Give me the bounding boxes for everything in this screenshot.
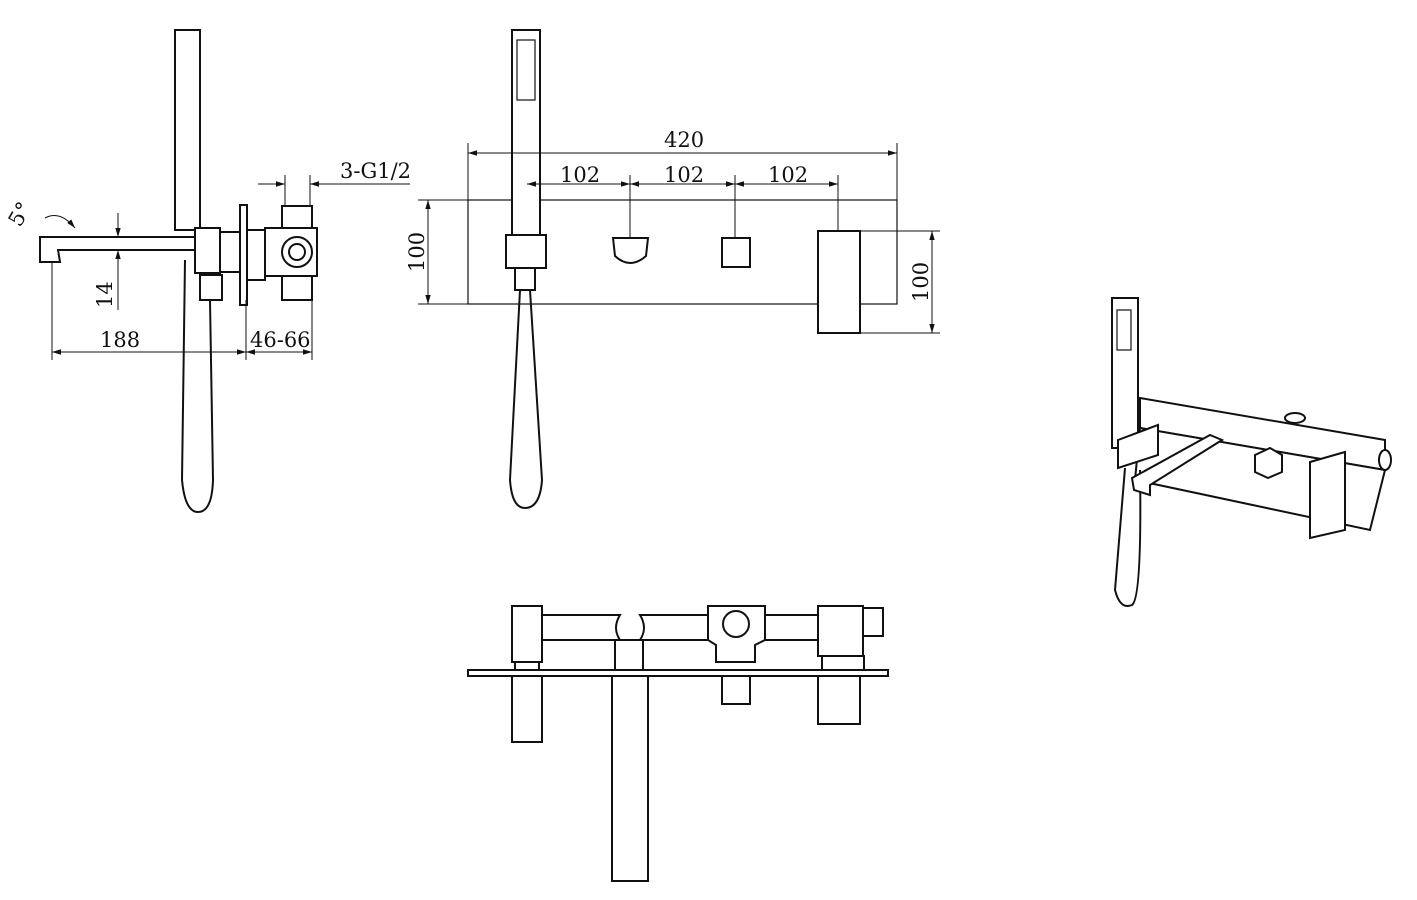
valve-neck — [219, 231, 241, 273]
hose — [180, 259, 215, 514]
pipe-section — [541, 614, 622, 641]
pipe-section — [757, 614, 824, 641]
pipe-section — [638, 614, 713, 641]
angle-arc — [44, 215, 76, 229]
label-5deg: 5° — [4, 198, 37, 231]
valve-bottom — [281, 275, 313, 301]
shower-holder — [1117, 423, 1159, 470]
spout — [1130, 433, 1225, 497]
lever-profile — [817, 675, 861, 725]
shower-holder — [505, 234, 547, 269]
diverter-knob — [611, 237, 650, 264]
label-102: 102 — [560, 163, 600, 187]
handle-body — [194, 227, 221, 274]
hand-shower — [1111, 297, 1139, 449]
wall-panel — [467, 199, 898, 305]
hand-shower — [511, 29, 541, 241]
isometric-view — [1111, 297, 1392, 607]
hose-connector — [514, 267, 536, 291]
hose — [508, 289, 544, 510]
valve-port-inner — [288, 243, 306, 261]
holder-body — [511, 605, 543, 663]
diverter-knob — [1284, 412, 1306, 424]
label-100-left: 100 — [405, 232, 429, 272]
label-188: 188 — [100, 328, 140, 352]
mixer-body — [817, 605, 864, 657]
label-420: 420 — [664, 128, 704, 152]
holder — [199, 274, 223, 301]
shower-nozzles — [516, 39, 536, 101]
square-knob — [721, 237, 751, 268]
spout — [39, 236, 201, 263]
diverter-port — [722, 610, 750, 638]
holder-base — [514, 661, 540, 671]
valve-port — [281, 236, 313, 268]
label-3-g1-2: 3-G1/2 — [340, 159, 411, 183]
knob-profile — [721, 675, 751, 705]
wall-plate — [239, 204, 248, 306]
label-14: 14 — [93, 281, 117, 308]
shower-nozzles — [1116, 309, 1132, 351]
shower-holder-profile — [511, 675, 543, 743]
front-view: 420 102 102 102 100 100 — [405, 29, 940, 510]
spout-profile — [611, 675, 649, 882]
hand-shower — [174, 29, 201, 231]
hose — [1113, 467, 1142, 607]
inlet — [1378, 449, 1392, 471]
top-view — [467, 605, 889, 882]
label-100-right: 100 — [909, 262, 933, 302]
label-102: 102 — [768, 163, 808, 187]
wall-plate — [467, 669, 889, 677]
square-knob — [1254, 446, 1283, 480]
mixer-lever — [817, 230, 861, 334]
side-view: 188 46-66 14 5° 3-G1/2 — [4, 29, 411, 514]
valve-top — [281, 205, 313, 229]
valve-connector — [246, 229, 266, 281]
spout-connector — [614, 639, 644, 671]
label-46-66: 46-66 — [250, 328, 311, 352]
inlet — [862, 607, 884, 637]
mixer-lever — [1309, 450, 1346, 540]
label-102: 102 — [664, 163, 704, 187]
mixer-base — [821, 655, 865, 671]
